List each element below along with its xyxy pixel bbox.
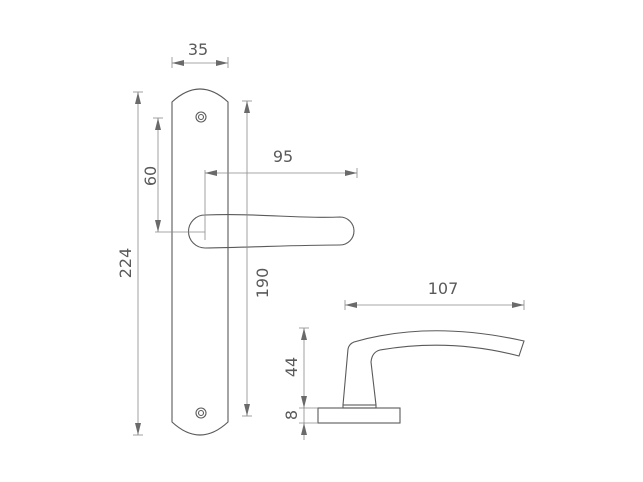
dimension-lines <box>133 57 525 440</box>
rosette-collar <box>342 404 377 409</box>
lever-side-view <box>342 330 525 406</box>
dim-label-44: 44 <box>282 357 301 377</box>
backplate-outline <box>171 88 229 436</box>
backplate-front-view <box>171 88 355 436</box>
dim-label-8: 8 <box>282 410 301 420</box>
dim-label-224: 224 <box>116 248 135 279</box>
dim-label-60: 60 <box>141 166 160 186</box>
handle-side-view <box>317 330 525 424</box>
dim-label-107: 107 <box>428 279 459 298</box>
bottom-screw-icon <box>195 407 207 419</box>
lever-front-view <box>187 214 355 249</box>
dim-label-190: 190 <box>253 268 272 299</box>
top-screw-icon <box>195 111 207 123</box>
dim-label-35: 35 <box>188 40 208 59</box>
dim-label-95: 95 <box>273 147 293 166</box>
rosette-side <box>317 407 401 424</box>
